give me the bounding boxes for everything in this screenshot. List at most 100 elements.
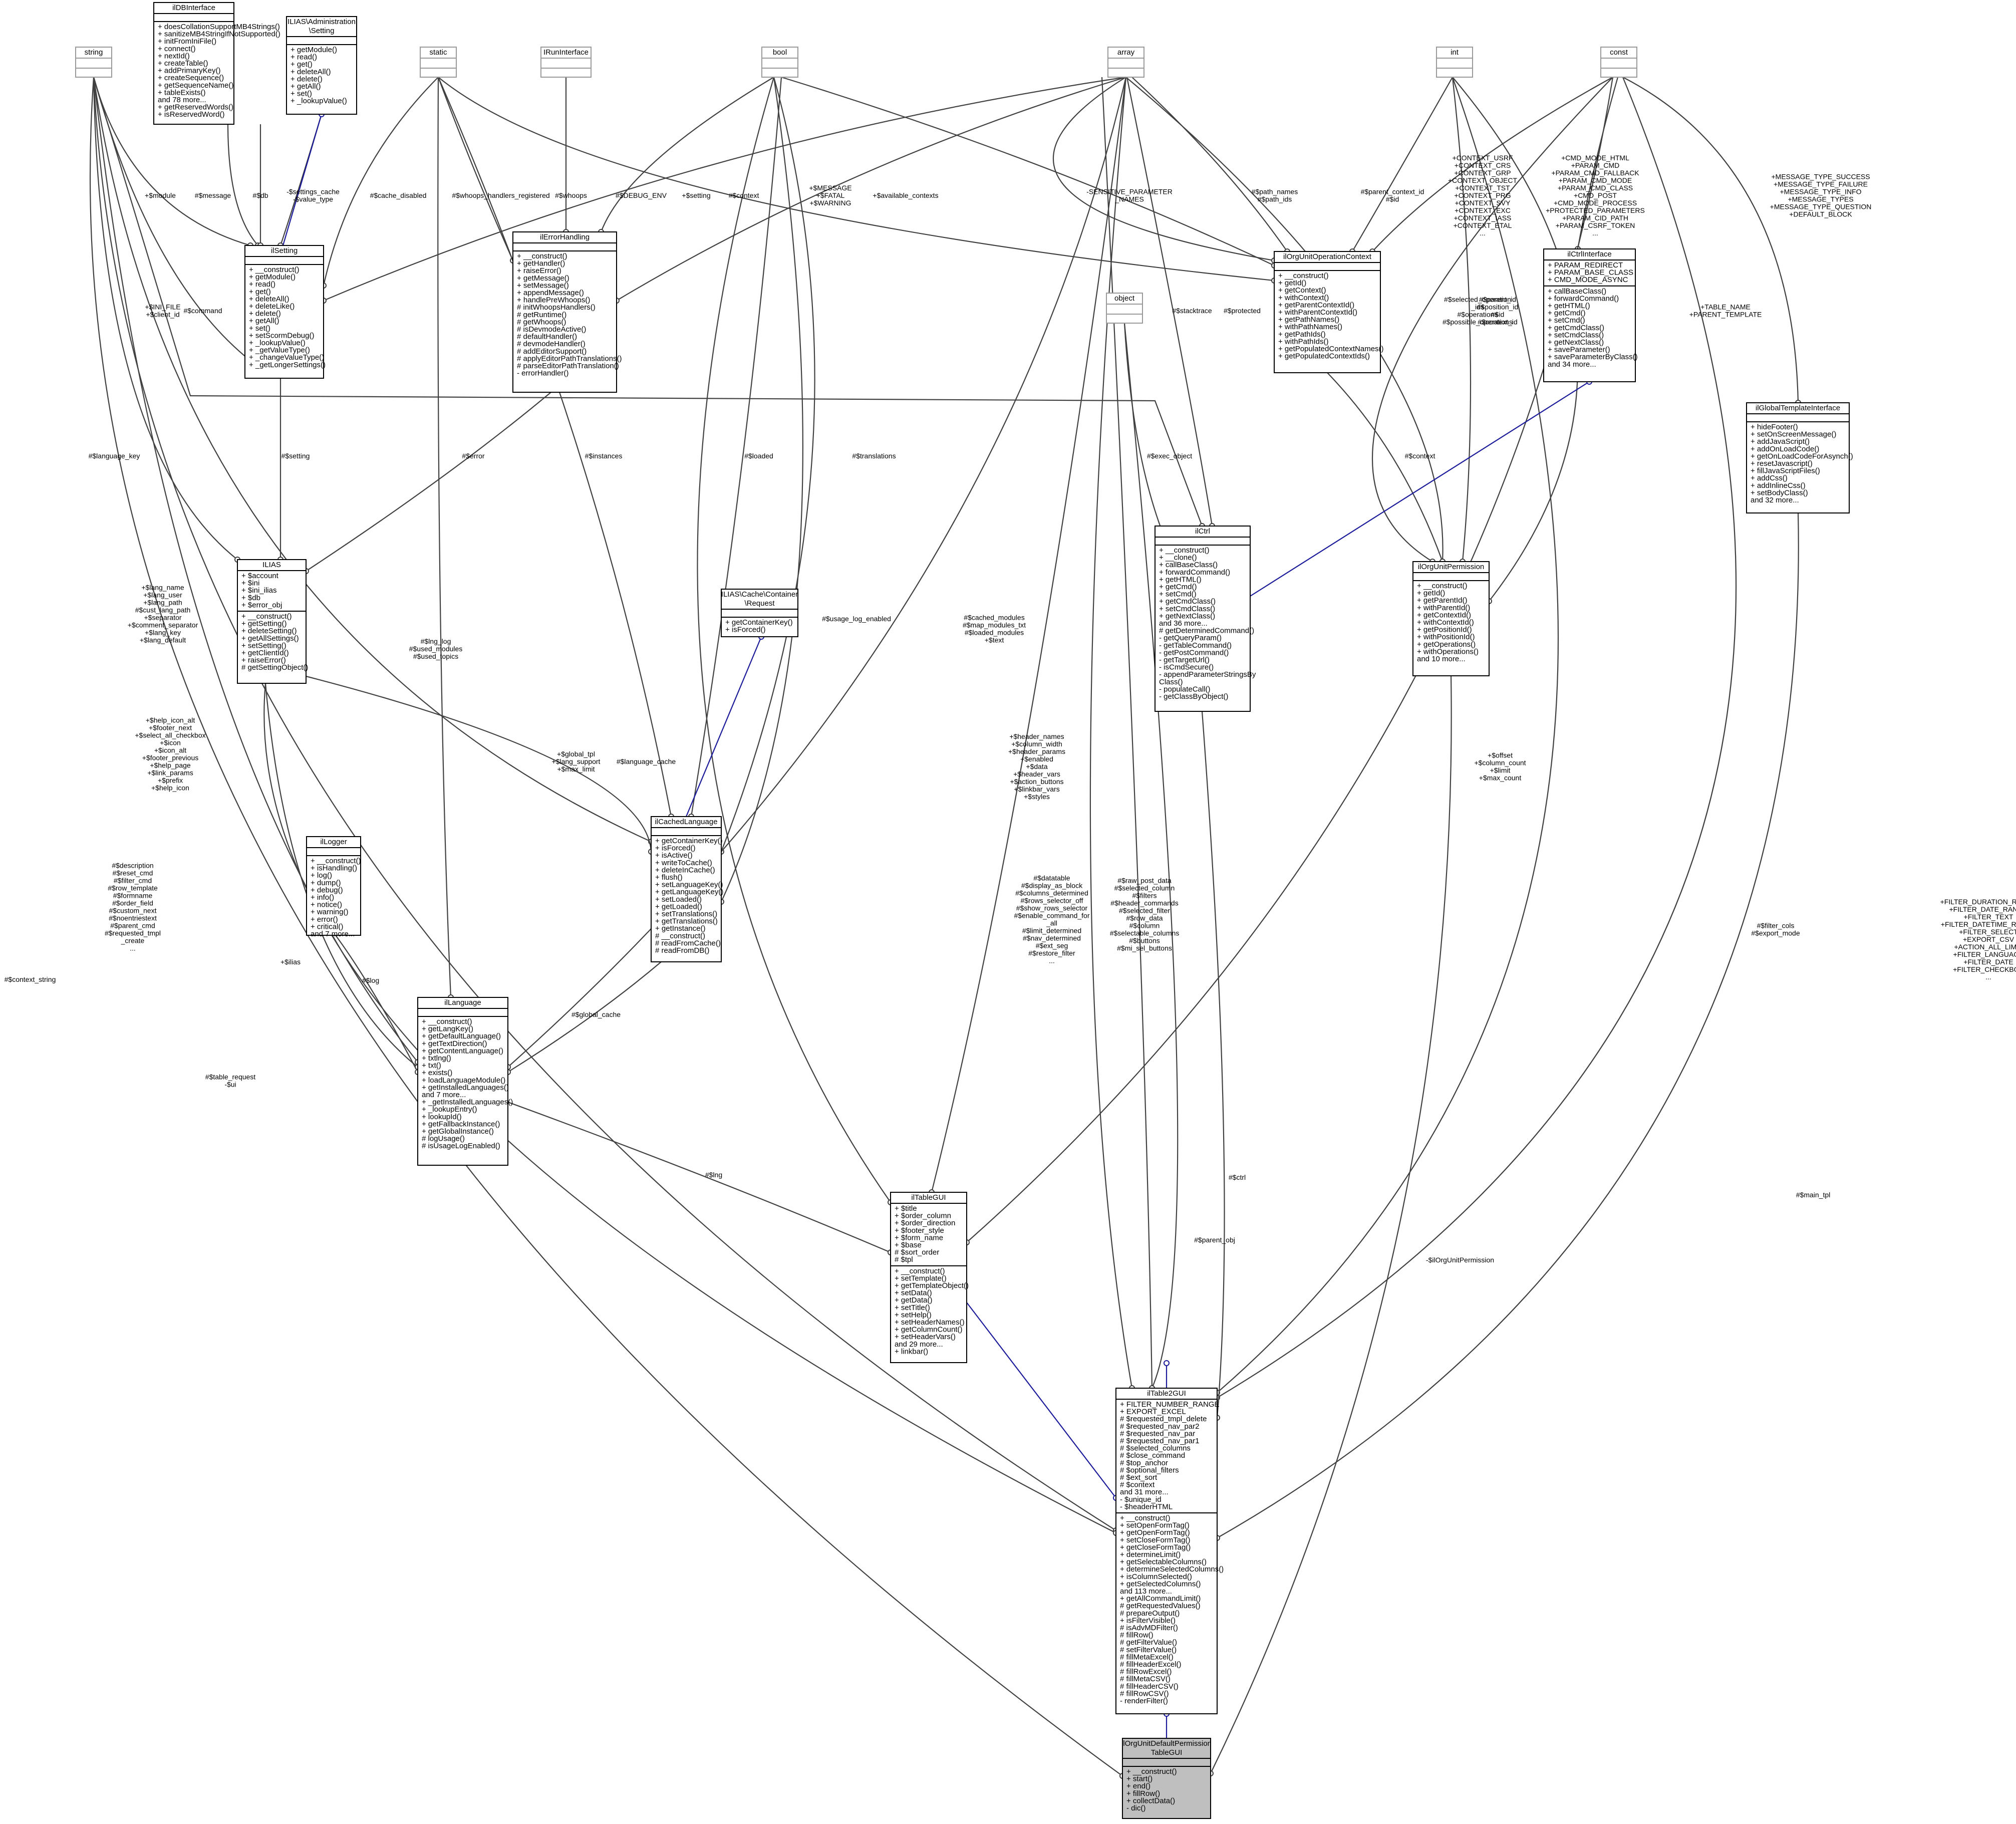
class-method: + createSequence() xyxy=(158,74,224,82)
class-method: # getRuntime() xyxy=(517,311,566,319)
edge-label: #$language_key xyxy=(89,452,140,460)
edge-label: +$help_icon_alt xyxy=(146,716,195,724)
edge-label: ... xyxy=(130,944,136,952)
association-edge xyxy=(1217,512,1799,1538)
edge-label: #$filters xyxy=(1132,892,1157,900)
class-method: + addOnLoadCode() xyxy=(1751,445,1819,453)
class-method: + getId() xyxy=(1417,589,1445,598)
edge-label: #$error xyxy=(462,452,484,460)
edge-label: +$lang_name xyxy=(141,584,184,592)
association-edge xyxy=(1371,77,1613,562)
class-method: - getPostCommand() xyxy=(1159,648,1229,657)
class-attribute: + $account xyxy=(241,572,279,580)
association-edge xyxy=(616,76,1126,301)
class-method: + setCmd() xyxy=(1159,590,1197,599)
edge-label: ... xyxy=(1985,973,1991,981)
class-box-cachecontainer: ILIAS\Cache\Container\Request+ getContai… xyxy=(721,589,798,637)
class-title: ilSetting xyxy=(271,246,298,255)
edge-label: +$select_all_checkbox xyxy=(135,731,205,739)
class-method: # getDeterminedCommand() xyxy=(1159,627,1254,635)
edge-label: #$whoops_handlers_registered xyxy=(452,191,549,199)
class-method: + debug() xyxy=(311,886,343,894)
edge-label: +DEFAULT_BLOCK xyxy=(1789,210,1852,218)
edge-label: #$custom_next xyxy=(109,907,157,915)
association-edge xyxy=(1327,372,1444,562)
class-method: + getParentId() xyxy=(1417,596,1467,605)
class-method: + __construct() xyxy=(1278,272,1328,280)
class-attribute: # $context xyxy=(1120,1481,1155,1489)
class-method: + deleteAll() xyxy=(291,68,331,76)
edge-label: #$formname xyxy=(113,892,153,900)
edge-label: +PARAM_CMD xyxy=(1571,161,1620,169)
class-method: # getSettingObject() xyxy=(241,663,308,672)
association-edge xyxy=(507,77,1127,1068)
class-method: # fillRow() xyxy=(1120,1631,1154,1640)
class-attribute: + $db xyxy=(241,594,260,602)
class-attribute: # $close_command xyxy=(1120,1451,1185,1460)
association-edge xyxy=(1352,77,1453,252)
edge-label: #$id xyxy=(1491,311,1504,319)
association-edge xyxy=(1201,711,1225,1418)
edge-label: +$linkbar_vars xyxy=(1014,785,1059,793)
class-box-ilsetting: ilSetting+ __construct()+ getModule()+ r… xyxy=(244,245,326,379)
class-method: + lookupId() xyxy=(422,1113,462,1121)
association-edge xyxy=(1126,77,1213,527)
edge-label: +$max_limit xyxy=(557,765,595,773)
class-method: + getContextId() xyxy=(1417,611,1471,619)
class-title: const xyxy=(1610,48,1628,57)
association-edge xyxy=(263,683,1116,1533)
association-edge xyxy=(1089,77,1133,1389)
edge-label: #$language_cache xyxy=(617,757,676,765)
class-method: - getClassByObject() xyxy=(1159,692,1228,701)
edge-label: #$log xyxy=(362,976,379,984)
class-method: + getColumnCount() xyxy=(895,1326,962,1334)
edge-label: +MESSAGE_TYPES xyxy=(1788,195,1853,203)
class-attribute: + $ini_ilias xyxy=(241,586,276,595)
association-edge xyxy=(690,77,782,817)
class-method: + deleteInCache() xyxy=(655,866,715,874)
edge-label: +CONTEXT_IASS xyxy=(1454,214,1512,222)
edge-label: _ids xyxy=(1471,303,1484,311)
class-method: # getFilterValue() xyxy=(1120,1638,1177,1647)
class-attribute: # $requested_tmpl_delete xyxy=(1120,1415,1207,1423)
class-method: + addPrimaryKey() xyxy=(158,67,220,75)
class-method: # fillMetaCSV() xyxy=(1120,1675,1171,1683)
edge-label: +CONTEXT_SVY xyxy=(1455,199,1511,207)
edge-label: +$lang_default xyxy=(140,636,186,644)
edge-label: #$loaded xyxy=(744,452,773,460)
edge-label: #$global_cache xyxy=(571,1010,621,1018)
class-title: ILIAS\Administration xyxy=(287,18,356,26)
association-edge xyxy=(93,77,238,560)
class-method: + withPositionId() xyxy=(1417,633,1475,641)
edge-label: #$table_request xyxy=(205,1073,256,1081)
association-edge xyxy=(323,76,1126,302)
class-box-ilctrlinterface: ilCtrlInterface+ PARAM_REDIRECT+ PARAM_B… xyxy=(1543,248,1638,382)
class-method: + isForced() xyxy=(655,844,695,853)
class-title: object xyxy=(1114,294,1135,303)
edge-label: +PARAM_CMD_FALLBACK xyxy=(1551,169,1639,177)
class-method: # fillRowExcel() xyxy=(1120,1668,1172,1676)
class-method: + getMessage() xyxy=(517,274,569,283)
class-method: + __construct() xyxy=(241,612,292,621)
class-method: + withParentContextId() xyxy=(1278,308,1357,317)
class-box-adminsetting: ILIAS\Administration\Setting+ getModule(… xyxy=(286,16,357,115)
edge-label: #$cached_modules xyxy=(964,614,1024,622)
class-attribute: # $tpl xyxy=(895,1255,913,1264)
association-edge xyxy=(89,77,1123,1776)
edge-label: #$possible_operations xyxy=(1443,318,1513,326)
edge-label: #$enable_command_for xyxy=(1014,912,1090,920)
class-box-const: const xyxy=(1600,47,1637,78)
inheritance-arrowhead xyxy=(1164,1360,1170,1366)
edge-label: #$lng xyxy=(705,1171,722,1179)
class-method: + setSetting() xyxy=(241,641,286,650)
class-method: and 32 more... xyxy=(1751,496,1799,504)
class-method: + dump() xyxy=(311,879,341,887)
class-method: + raiseError() xyxy=(241,656,286,665)
class-method: + log() xyxy=(311,871,332,880)
edge-label: +$data xyxy=(1026,762,1047,770)
class-method: and 29 more... xyxy=(895,1340,943,1349)
class-method: # fillHeaderCSV() xyxy=(1120,1682,1179,1691)
class-method: + getParentContextId() xyxy=(1278,301,1354,309)
class-method: + setTitle() xyxy=(895,1304,930,1312)
class-method: + _getInstalledLanguages() xyxy=(422,1098,513,1107)
